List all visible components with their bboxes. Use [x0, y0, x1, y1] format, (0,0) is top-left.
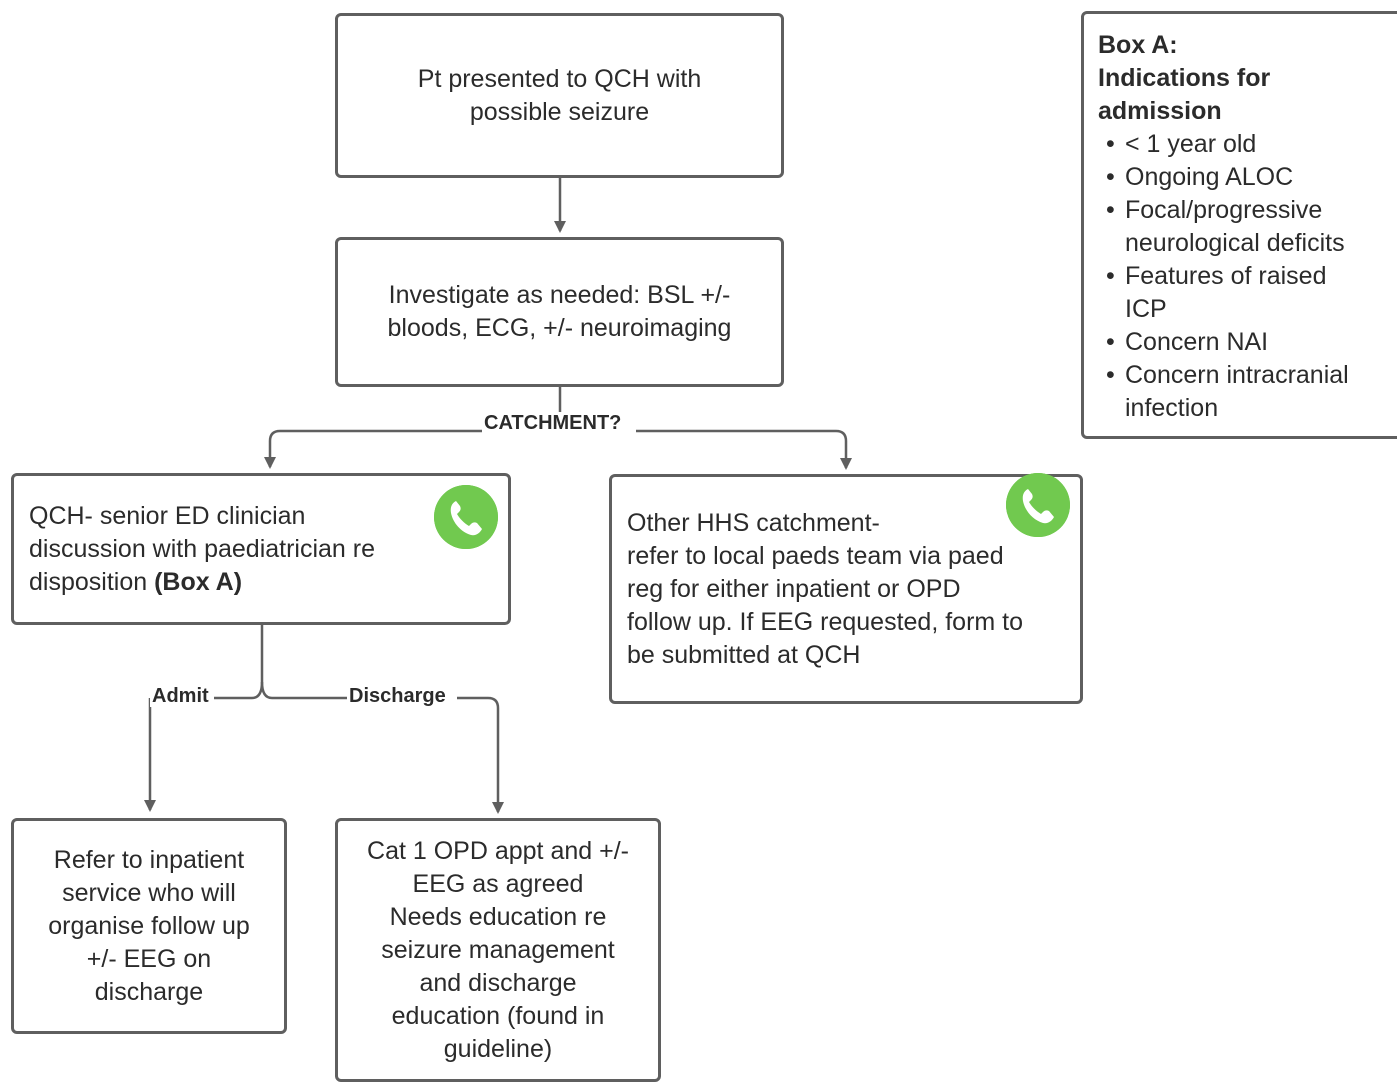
investigate-box: Investigate as needed: BSL +/- bloods, E… [335, 237, 784, 387]
investigate-text: Investigate as needed: BSL +/- bloods, E… [388, 279, 732, 345]
other-hhs-line-5: be submitted at QCH [627, 641, 861, 669]
admission-indication-line: infection [1125, 394, 1219, 422]
other-hhs-phone-badge [1006, 473, 1070, 537]
admit-outcome-line-4: +/- EEG on [86, 944, 212, 973]
connector-catchment-to-other-hhs [636, 429, 852, 470]
qch-phone-badge [434, 485, 498, 549]
admission-indication-item: Concern NAI [1098, 326, 1397, 359]
admission-indication-line: < 1 year old [1125, 130, 1257, 158]
connector-decision-to-discharge-branch [260, 681, 347, 700]
admit-outcome-line-1: Refer to inpatient [53, 845, 245, 874]
admit-outcome-text: Refer to inpatient service who will orga… [48, 844, 250, 1009]
investigate-line-1: Investigate as needed: BSL +/- [388, 281, 731, 309]
connector-catchment-to-qch [264, 429, 484, 469]
other-hhs-line-2: refer to local paeds team via paed [627, 542, 1004, 570]
presentation-text: Pt presented to QCH with possible seizur… [418, 63, 701, 129]
admission-indication-item: < 1 year old [1098, 128, 1397, 161]
discharge-outcome-line-7: guideline) [443, 1034, 553, 1063]
admission-indication-item: Focal/progressive neurological deficits [1098, 194, 1397, 260]
admit-outcome-line-2: service who will [62, 878, 236, 907]
discharge-outcome-text: Cat 1 OPD appt and +/- EEG as agreed Nee… [367, 835, 629, 1066]
admit-label: Admit [150, 685, 211, 707]
qch-discussion-line-3-prefix: disposition [29, 568, 155, 596]
phone-icon [1006, 473, 1070, 537]
qch-discussion-line-2: discussion with paediatrician re [29, 535, 376, 563]
discharge-outcome-line-3: Needs education re [389, 902, 607, 931]
admission-indication-item: Ongoing ALOC [1098, 161, 1397, 194]
discharge-outcome-line-2: EEG as agreed [412, 869, 584, 898]
admission-indication-line: Concern intracranial [1125, 361, 1349, 389]
admit-outcome-box: Refer to inpatient service who will orga… [11, 818, 287, 1034]
other-hhs-line-3: reg for either inpatient or OPD [627, 575, 961, 603]
phone-icon [434, 485, 498, 549]
qch-discussion-line-1: QCH- senior ED clinician [29, 502, 306, 530]
discharge-outcome-line-6: education (found in [391, 1001, 605, 1030]
admission-indication-line: Focal/progressive [1125, 196, 1323, 224]
admission-indication-line: ICP [1125, 295, 1167, 323]
other-hhs-box: Other HHS catchment- refer to local paed… [609, 474, 1083, 704]
admission-indications-list: < 1 year old Ongoing ALOC Focal/progress… [1098, 128, 1397, 425]
box-a-title-line-3: admission [1098, 97, 1222, 125]
presentation-box: Pt presented to QCH with possible seizur… [335, 13, 784, 178]
admission-indication-line: Concern NAI [1125, 328, 1269, 356]
catchment-label: CATCHMENT? [482, 412, 624, 434]
admission-indication-line: Ongoing ALOC [1125, 163, 1294, 191]
other-hhs-line-1: Other HHS catchment- [627, 509, 880, 537]
box-a-title-line-2: Indications for [1098, 64, 1271, 92]
other-hhs-line-4: follow up. If EEG requested, form to [627, 608, 1024, 636]
box-a-reference: (Box A) [154, 568, 243, 596]
discharge-outcome-line-5: and discharge [419, 968, 577, 997]
investigate-line-2: bloods, ECG, +/- neuroimaging [387, 314, 732, 342]
discharge-label: Discharge [347, 685, 448, 707]
presentation-line-2: possible seizure [469, 97, 650, 126]
connector-discharge-branch [457, 696, 504, 814]
connector-qch-to-decision [251, 624, 264, 700]
admission-indication-item: Concern intracranial infection [1098, 359, 1397, 425]
discharge-outcome-box: Cat 1 OPD appt and +/- EEG as agreed Nee… [335, 818, 661, 1082]
admission-indication-line: neurological deficits [1125, 229, 1345, 257]
box-a-title: Box A: Indications for admission [1098, 29, 1397, 128]
admit-outcome-line-3: organise follow up [48, 911, 250, 940]
qch-discussion-box: QCH- senior ED clinician discussion with… [11, 473, 511, 625]
presentation-line-1: Pt presented to QCH with [417, 64, 702, 93]
box-a-panel: Box A: Indications for admission < 1 yea… [1081, 11, 1397, 439]
qch-discussion-line-3: disposition (Box A) [29, 566, 508, 599]
admit-outcome-line-5: discharge [94, 977, 204, 1006]
discharge-outcome-line-1: Cat 1 OPD appt and +/- [367, 836, 629, 865]
admission-indication-item: Features of raised ICP [1098, 260, 1397, 326]
discharge-outcome-line-4: seizure management [381, 935, 615, 964]
box-a-title-line-1: Box A: [1098, 31, 1178, 59]
admission-indication-line: Features of raised [1125, 262, 1327, 290]
